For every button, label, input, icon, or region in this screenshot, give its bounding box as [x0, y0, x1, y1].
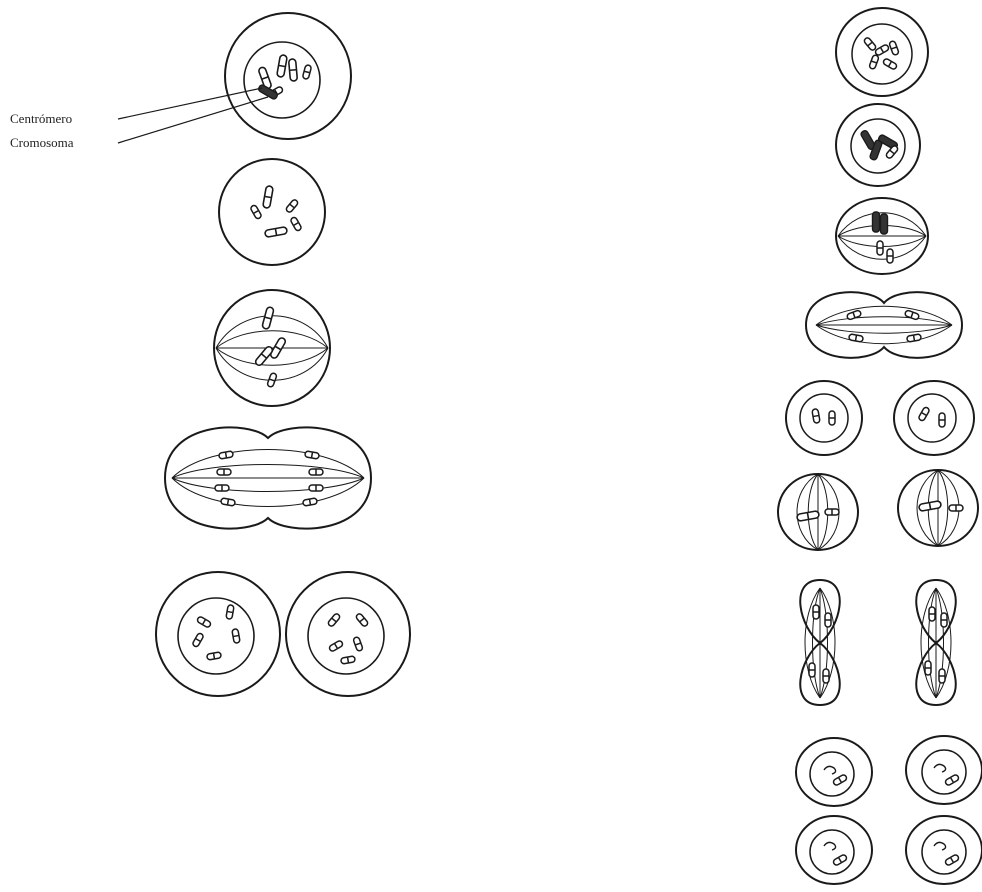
- chromosome-pointer: [118, 97, 268, 143]
- meiosis-product-1: [796, 738, 872, 806]
- mitosis-daughter-right: [286, 572, 410, 696]
- meiosis-cell-4: [806, 292, 962, 358]
- meiosis-cell-1: [836, 8, 928, 96]
- mitosis-cell-3: [214, 290, 330, 406]
- centromere-pointer: [118, 88, 262, 119]
- meiosis-product-2: [906, 736, 982, 804]
- meiosis-cell-3: [836, 198, 928, 274]
- meiosis-cell-2: [836, 104, 920, 186]
- meiosis-product-4: [906, 816, 982, 884]
- meiosis-cell-5-left: [786, 381, 862, 455]
- mitosis-cell-2: [219, 159, 325, 265]
- meiosis-cell-7-left: [800, 580, 840, 705]
- mitosis-cell-4: [165, 427, 371, 528]
- chromosome-label: Cromosoma: [10, 135, 74, 150]
- mitosis-cell-1: [225, 13, 351, 139]
- meiosis-cell-6-left: [778, 474, 858, 550]
- meiosis-product-3: [796, 816, 872, 884]
- meiosis-cell-5-right: [894, 381, 974, 455]
- centromere-label: Centrómero: [10, 111, 72, 126]
- meiosis-cell-7-right: [916, 580, 956, 705]
- meiosis-cell-6-right: [898, 470, 978, 546]
- mitosis-daughter-left: [156, 572, 280, 696]
